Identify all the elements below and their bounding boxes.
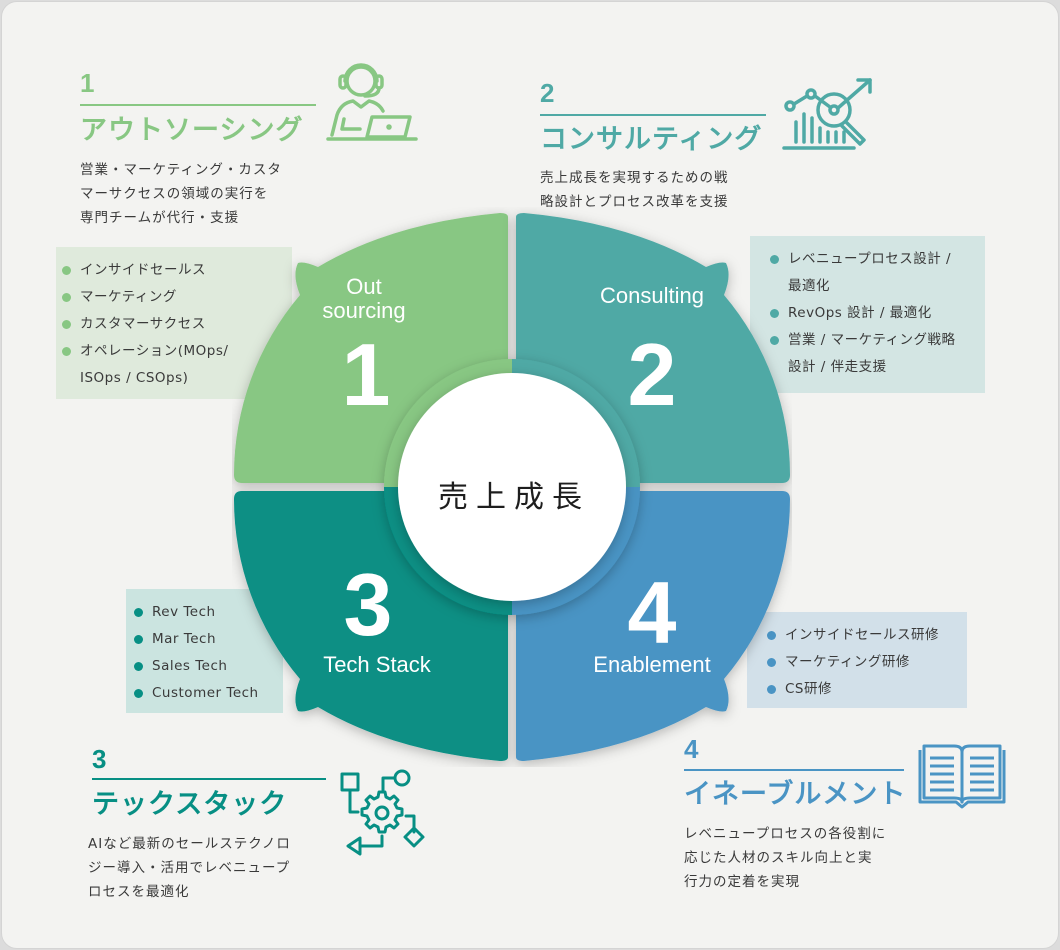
section-3-number: 3: [92, 744, 107, 774]
description-line: ジー導入・活用でレベニュープ: [88, 860, 291, 876]
section-3-title: テックスタック: [92, 789, 288, 820]
section-2-number: 2: [540, 78, 555, 108]
section-1-description: 営業・マーケティング・カスタ マーサクセスの領域の実行を 専門チームが代行・支援: [80, 158, 282, 230]
bullet-item: カスタマーサクセス: [56, 311, 292, 338]
enablement-services-box: インサイドセールス研修 マーケティング研修 CS研修: [747, 612, 967, 708]
description-line: マーサクセスの領域の実行を: [80, 186, 269, 202]
bullet-item: インサイドセールス: [56, 257, 292, 284]
bullet-item: マーケティング研修: [761, 649, 967, 676]
bullet-item: インサイドセールス研修: [761, 622, 967, 649]
section-3-description: AIなど最新のセールステクノロ ジー導入・活用でレベニュープ ロセスを最適化: [88, 832, 291, 904]
section-4-number: 4: [684, 734, 699, 764]
description-line: 営業・マーケティング・カスタ: [80, 162, 282, 178]
description-line: 行力の定着を実現: [684, 874, 800, 890]
bullet-item: Sales Tech: [128, 653, 283, 680]
center-label: 売上成長: [438, 480, 590, 515]
wheel-label-outsourcing: Out sourcing: [322, 274, 406, 323]
bullet-dot-icon: [770, 336, 779, 345]
section-1-rule: [80, 104, 316, 106]
bullet-dot-icon: [134, 608, 143, 617]
wheel-number-2: 2: [627, 325, 677, 424]
wheel-label-enablement: Enablement: [593, 652, 711, 677]
techstack-services-box: Rev Tech Mar Tech Sales Tech Customer Te…: [126, 589, 283, 713]
description-line: 応じた人材のスキル向上と実: [684, 850, 873, 866]
bullet-dot-icon: [770, 309, 779, 318]
bullet-dot-icon: [767, 685, 776, 694]
wheel-label-consulting: Consulting: [600, 283, 704, 308]
description-line: 売上成長を実現するための戦: [540, 170, 729, 186]
bullet-item: 営業 / マーケティング戦略設計 / 伴走支援: [764, 327, 985, 381]
section-4-rule: [684, 769, 904, 771]
outsourcing-services-box: インサイドセールス マーケティング カスタマーサクセス オペレーション(MOps…: [56, 247, 292, 399]
bullet-item: Rev Tech: [128, 599, 283, 626]
consulting-services-box: レベニュープロセス設計 /最適化 RevOps 設計 / 最適化 営業 / マー…: [750, 236, 985, 393]
section-4-description: レベニュープロセスの各役割に 応じた人材のスキル向上と実 行力の定着を実現: [684, 822, 886, 894]
wheel-number-4: 4: [627, 563, 677, 662]
bullet-item: RevOps 設計 / 最適化: [764, 300, 985, 327]
section-3-rule: [92, 778, 326, 780]
open-book-icon: [918, 744, 1006, 809]
bullet-item: レベニュープロセス設計 /最適化: [764, 246, 985, 300]
bullet-dot-icon: [62, 320, 71, 329]
bullet-dot-icon: [767, 631, 776, 640]
bullet-item: マーケティング: [56, 284, 292, 311]
section-1-number: 1: [80, 68, 95, 98]
section-1-title: アウトソーシング: [80, 115, 304, 146]
section-2-description: 売上成長を実現するための戦 略設計とプロセス改革を支援: [540, 166, 729, 214]
bullet-item: オペレーション(MOps/ISOps / CSOps): [56, 338, 292, 392]
bullet-item: CS研修: [761, 676, 967, 703]
description-line: 専門チームが代行・支援: [80, 210, 240, 226]
description-line: ロセスを最適化: [88, 884, 190, 900]
bullet-item: Customer Tech: [128, 680, 283, 707]
growth-wheel: Out sourcing 1 Consulting 2 3 Tech Stack…: [232, 207, 792, 767]
description-line: AIなど最新のセールステクノロ: [88, 836, 291, 852]
bullet-dot-icon: [770, 255, 779, 264]
center-circle: [398, 373, 626, 601]
wheel-number-1: 1: [341, 325, 391, 424]
wheel-label-techstack: Tech Stack: [323, 652, 431, 677]
section-2-rule: [540, 114, 766, 116]
bullet-dot-icon: [134, 689, 143, 698]
section-2-title: コンサルティング: [540, 124, 763, 155]
bullet-dot-icon: [767, 658, 776, 667]
bullet-dot-icon: [134, 662, 143, 671]
bullet-item: Mar Tech: [128, 626, 283, 653]
gear-workflow-icon: [340, 769, 425, 856]
bullet-dot-icon: [62, 347, 71, 356]
section-4-title: イネーブルメント: [684, 779, 907, 810]
description-line: レベニュープロセスの各役割に: [684, 826, 887, 842]
bullet-dot-icon: [62, 293, 71, 302]
wheel-number-3: 3: [343, 555, 393, 654]
bullet-dot-icon: [134, 635, 143, 644]
analytics-magnifier-icon: [782, 78, 872, 150]
description-line: 略設計とプロセス改革を支援: [540, 194, 729, 210]
headset-operator-icon: [326, 63, 418, 141]
bullet-dot-icon: [62, 266, 71, 275]
